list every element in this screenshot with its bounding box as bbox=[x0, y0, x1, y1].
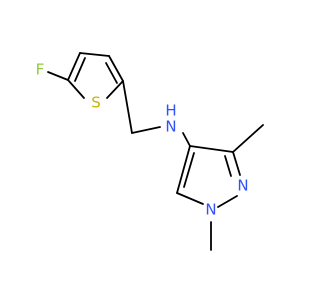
molecule-structure: F S N H N N bbox=[36, 52, 264, 251]
bond-n2-n1 bbox=[217, 195, 238, 208]
atom-n2-pyrazole: N bbox=[237, 177, 248, 195]
bond-ch2-nh bbox=[131, 126, 161, 134]
bond-c2-ch2 bbox=[122, 80, 133, 134]
atom-f: F bbox=[36, 61, 45, 79]
bond-c3p-me bbox=[232, 124, 264, 153]
bond-nh-c4p bbox=[182, 132, 191, 147]
bond-c3-c2-double bbox=[105, 62, 118, 84]
bond-s-c5 bbox=[67, 79, 85, 99]
bond-c5p-c4p-double bbox=[183, 152, 195, 188]
atom-labels: F S N H N N bbox=[36, 61, 249, 219]
atom-s: S bbox=[91, 94, 101, 112]
bond-c5p-c4p bbox=[176, 145, 191, 194]
atom-n1-pyrazole: N bbox=[205, 201, 216, 219]
bond-c4p-c3p bbox=[189, 145, 234, 153]
bond-n1-c5p bbox=[176, 192, 204, 205]
atom-n-amine: N bbox=[165, 118, 176, 136]
bond-c5-f bbox=[47, 71, 69, 81]
bond-c5-c4-double bbox=[74, 57, 86, 82]
bond-c3p-n2-double bbox=[224, 155, 232, 177]
bond-c5-c4 bbox=[67, 52, 81, 81]
bond-c2-s bbox=[106, 80, 124, 99]
bond-c3p-n2 bbox=[232, 151, 241, 176]
bonds bbox=[47, 52, 264, 251]
bond-c4-c3 bbox=[79, 52, 110, 57]
bond-c3-c2 bbox=[108, 55, 124, 82]
atom-h-amine: H bbox=[165, 102, 176, 120]
